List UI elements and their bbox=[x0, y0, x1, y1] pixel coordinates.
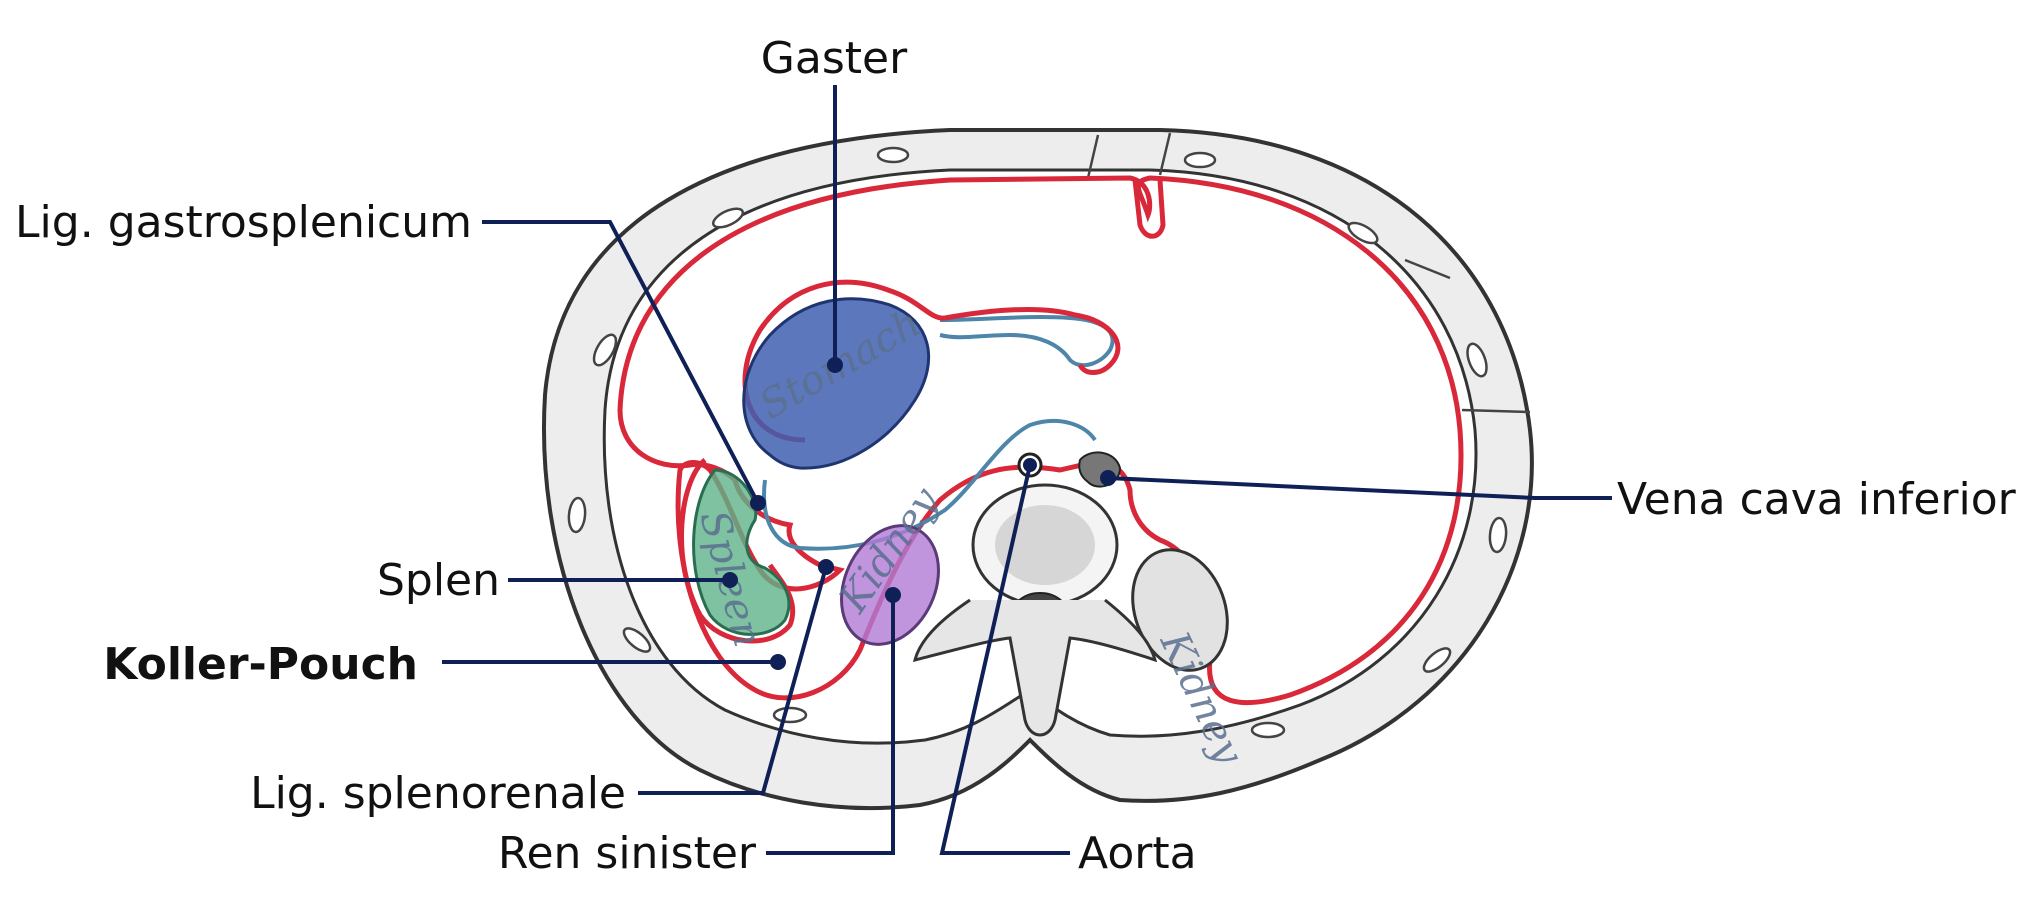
parietal-peritoneum bbox=[617, 175, 1464, 706]
rib-12 bbox=[1250, 721, 1286, 739]
leader-lig-splenorenale bbox=[638, 566, 828, 795]
rib-11 bbox=[772, 706, 808, 724]
dot-gaster bbox=[827, 357, 843, 373]
wall-seam-1 bbox=[1086, 134, 1100, 179]
wall-seam-4 bbox=[1461, 408, 1531, 414]
vertebra bbox=[912, 483, 1158, 737]
rib-3 bbox=[711, 207, 745, 229]
leader-ren-sinister bbox=[766, 595, 895, 855]
falciform-ligament bbox=[1132, 179, 1166, 239]
visceral-peritoneum-lesser-sac bbox=[762, 419, 1097, 551]
leader-aorta bbox=[939, 464, 1070, 855]
dot-koller-pouch bbox=[770, 654, 786, 670]
vertebral-arch bbox=[912, 598, 1158, 737]
rib-10 bbox=[1422, 647, 1452, 673]
spleen-body bbox=[692, 468, 791, 636]
rib-4 bbox=[1347, 221, 1379, 245]
label-koller-pouch: Koller-Pouch bbox=[103, 639, 418, 690]
stomach-peritoneum-reflection bbox=[939, 315, 1115, 368]
stomach: Stomach bbox=[742, 279, 1121, 470]
label-splen: Splen bbox=[377, 555, 500, 606]
label-vena-cava-inferior: Vena cava inferior bbox=[1617, 474, 2017, 525]
wall-seam-2 bbox=[1158, 132, 1172, 176]
label-lig-gastrosplenicum: Lig. gastrosplenicum bbox=[15, 197, 472, 248]
stomach-body bbox=[742, 297, 931, 470]
label-aorta: Aorta bbox=[1078, 828, 1197, 879]
rib-6 bbox=[1466, 342, 1488, 378]
rib-5 bbox=[592, 333, 618, 367]
stomach-outer-red bbox=[742, 279, 1121, 443]
dot-lig-gastrosplenicum bbox=[750, 495, 766, 511]
label-ren-sinister: Ren sinister bbox=[498, 828, 757, 879]
spleen-peritoneum bbox=[679, 458, 796, 644]
rib-1 bbox=[876, 146, 910, 164]
leader-lig-gastrosplenicum bbox=[482, 220, 760, 504]
rib-7 bbox=[567, 496, 587, 534]
kidney-left-body bbox=[840, 524, 940, 646]
dot-aorta bbox=[1023, 458, 1037, 472]
dot-splen bbox=[722, 572, 738, 588]
vertebral-body-texture bbox=[995, 505, 1095, 585]
kidney-right-body bbox=[1131, 548, 1229, 672]
wall-seam-3 bbox=[1404, 258, 1451, 280]
dot-lig-splenorenale bbox=[818, 559, 834, 575]
rib-9 bbox=[622, 627, 652, 653]
rib-2 bbox=[1183, 151, 1217, 169]
label-lig-splenorenale: Lig. splenorenale bbox=[250, 768, 626, 819]
leader-vena-cava-inferior bbox=[1107, 476, 1612, 500]
label-gaster: Gaster bbox=[761, 33, 908, 84]
rib-8 bbox=[1488, 516, 1508, 554]
dot-ren-sinister bbox=[885, 587, 901, 603]
dot-vena-cava-inferior bbox=[1100, 470, 1116, 486]
